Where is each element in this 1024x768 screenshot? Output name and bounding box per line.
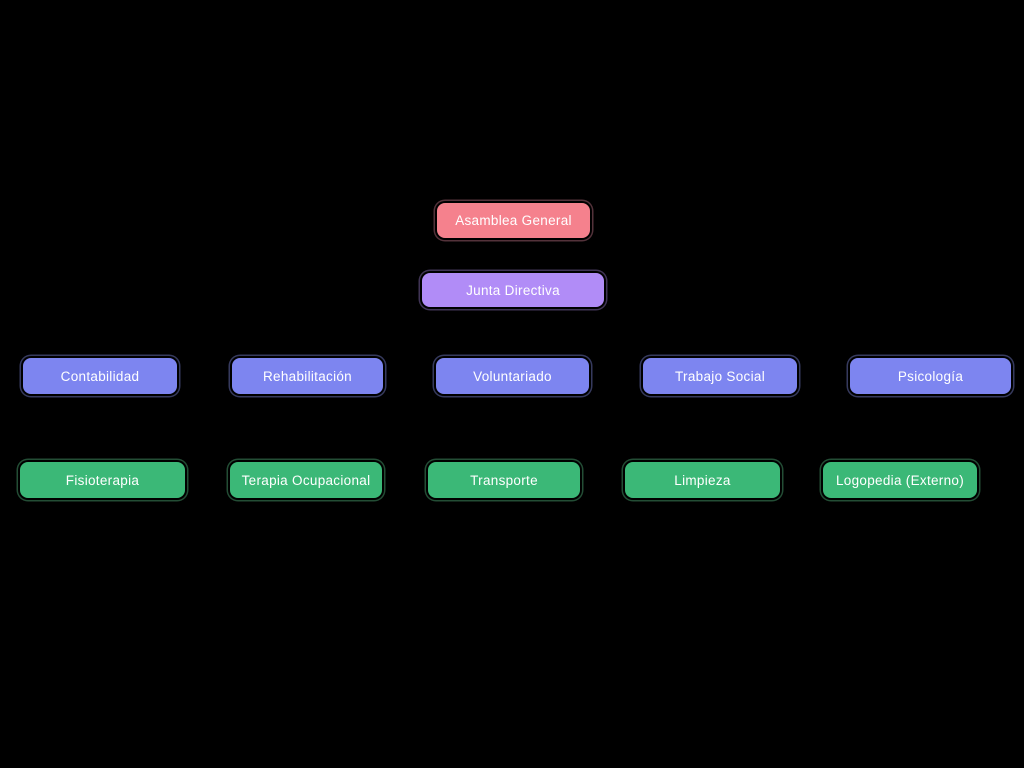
org-node-junta-directiva: Junta Directiva xyxy=(422,273,604,307)
org-node-voluntariado: Voluntariado xyxy=(436,358,589,394)
org-node-psicologia: Psicología xyxy=(850,358,1011,394)
org-node-rehabilitacion: Rehabilitación xyxy=(232,358,383,394)
org-node-transporte: Transporte xyxy=(428,462,580,498)
org-node-contabilidad: Contabilidad xyxy=(23,358,177,394)
org-node-terapia-ocupacional: Terapia Ocupacional xyxy=(230,462,382,498)
org-node-fisioterapia: Fisioterapia xyxy=(20,462,185,498)
org-node-trabajo-social: Trabajo Social xyxy=(643,358,797,394)
org-node-logopedia-externo: Logopedia (Externo) xyxy=(823,462,977,498)
org-node-asamblea-general: Asamblea General xyxy=(437,203,590,238)
org-node-limpieza: Limpieza xyxy=(625,462,780,498)
